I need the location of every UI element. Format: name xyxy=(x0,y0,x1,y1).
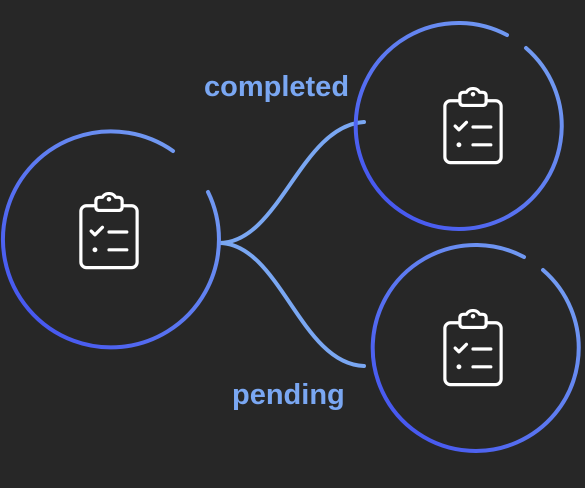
pending-branch-label: pending xyxy=(232,379,345,411)
pending-node-ring xyxy=(370,242,581,453)
source-node-ring xyxy=(1,129,221,350)
clipboard-checklist-icon xyxy=(79,192,139,270)
completed-node-ring xyxy=(353,20,564,231)
completed-branch-label: completed xyxy=(204,71,350,103)
source-node[interactable] xyxy=(1,129,221,350)
clipboard-checklist-icon xyxy=(443,309,503,387)
clipboard-checklist-icon xyxy=(443,87,503,165)
completed-node[interactable] xyxy=(353,20,564,231)
pending-node[interactable] xyxy=(370,242,581,453)
connector-to-pending xyxy=(217,241,366,368)
connector-to-completed xyxy=(217,120,366,245)
